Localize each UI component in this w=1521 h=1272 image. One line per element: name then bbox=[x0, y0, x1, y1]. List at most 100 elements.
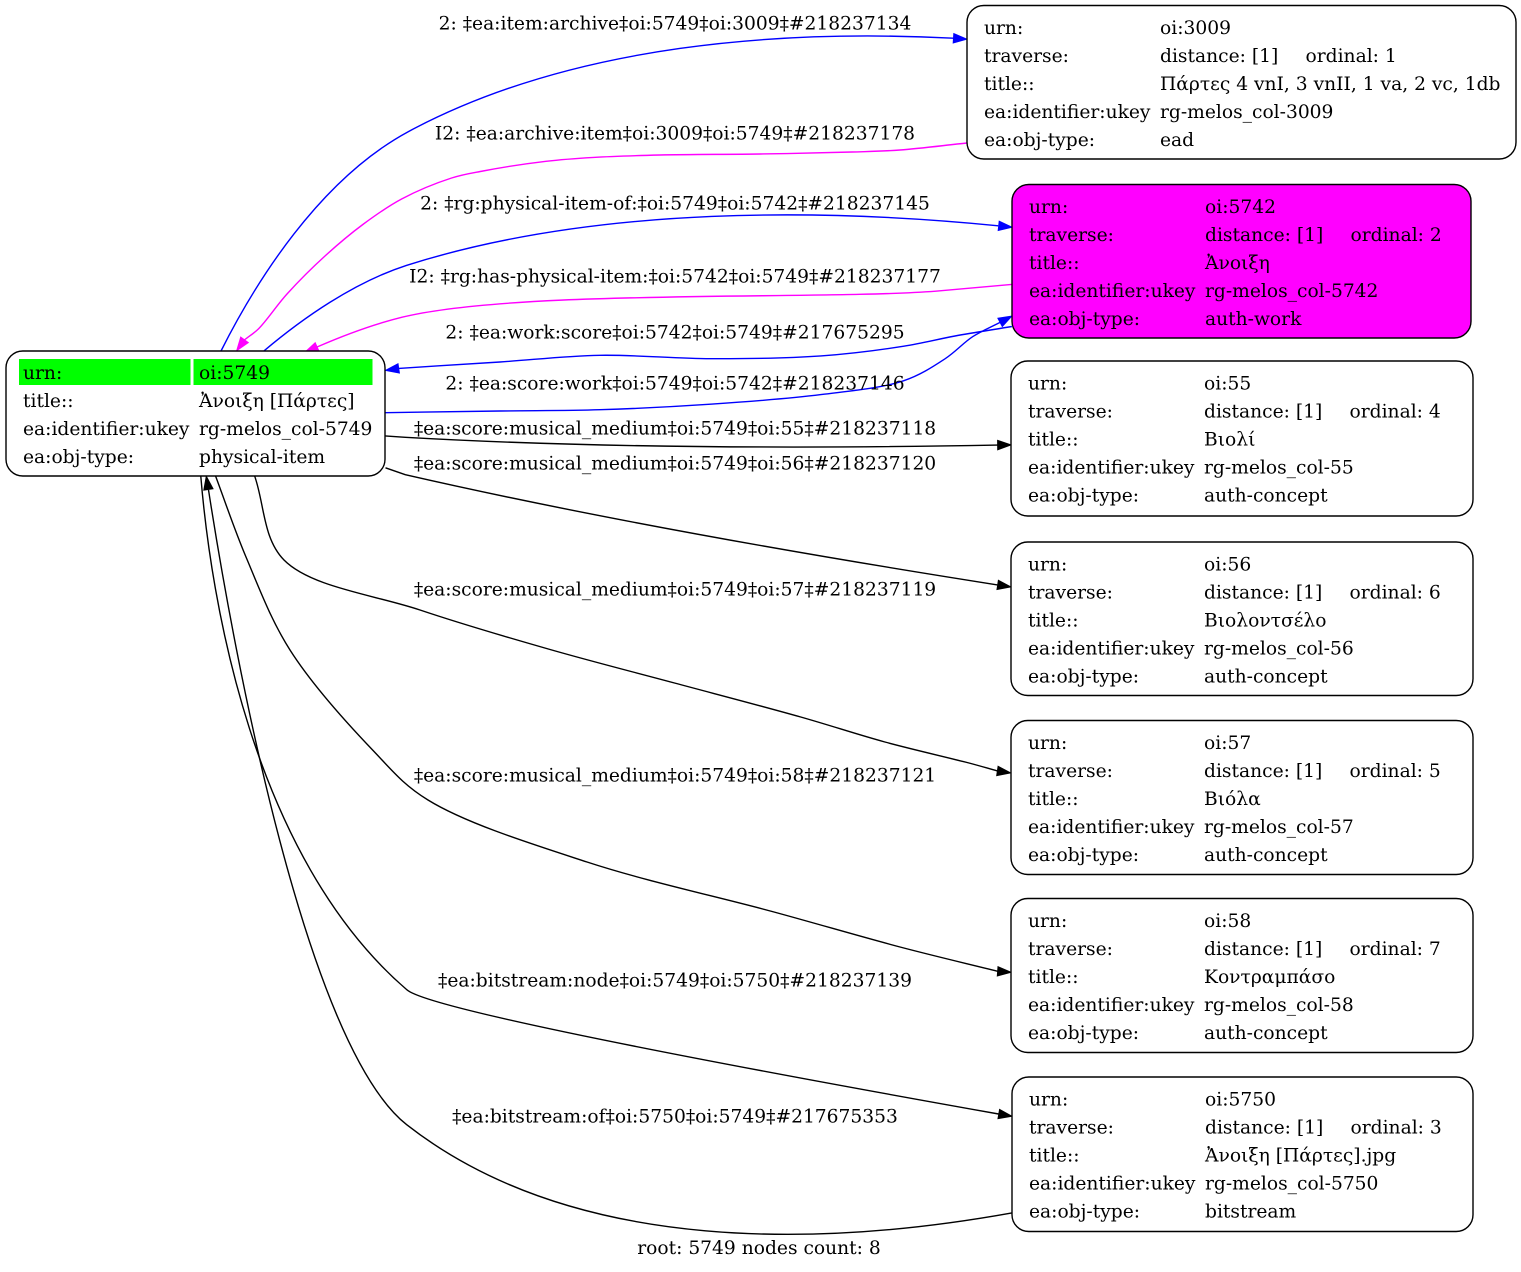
edge-ea-bitstream-of-line bbox=[207, 489, 1013, 1235]
node-oi-3009-box[interactable] bbox=[966, 4, 1517, 160]
node-oi-56-row1-ordinal: ordinal: 6 bbox=[1350, 583, 1441, 604]
node-oi-5749-row2-value: rg-melos_col-5749 bbox=[199, 419, 372, 440]
edge-ea-archive-item-arrowhead bbox=[235, 336, 250, 352]
node-oi-57-row1-key: traverse: bbox=[1028, 761, 1113, 782]
node-oi-57-row2-value: Βιόλα bbox=[1204, 789, 1261, 810]
edge-ea-score-work-line bbox=[385, 321, 1001, 414]
node-oi-55-row2-key: title:: bbox=[1028, 430, 1079, 451]
edge-ea-score-musical-medium-oi56: ‡ea:score:musical_medium‡oi:5749‡oi:56‡#… bbox=[385, 454, 1013, 591]
node-oi-57-row3-key: ea:identifier:ukey bbox=[1028, 817, 1195, 838]
edge-ea-work-score: 2: ‡ea:work:score‡oi:5742‡oi:5749‡#21767… bbox=[383, 323, 1013, 374]
node-oi-56-row3-value: rg-melos_col-56 bbox=[1204, 639, 1354, 660]
node-oi-3009-row3-value: rg-melos_col-3009 bbox=[1160, 102, 1333, 123]
node-oi-3009: urn: oi:3009 traverse: distance: [1] ord… bbox=[966, 4, 1517, 160]
node-oi-3009-row2-key: title:: bbox=[984, 74, 1035, 95]
node-oi-5750-row4-value: bitstream bbox=[1205, 1202, 1297, 1223]
edge-ea-score-musical-medium-oi56-line bbox=[385, 467, 998, 586]
node-oi-58-row1-value: distance: [1] bbox=[1204, 939, 1322, 960]
node-oi-58-row0-key: urn: bbox=[1028, 911, 1067, 932]
node-oi-5750-row3-key: ea:identifier:ukey bbox=[1029, 1174, 1196, 1195]
edge-ea-archive-item-label: I2: ‡ea:archive:item‡oi:3009‡oi:5749‡#21… bbox=[435, 124, 915, 145]
node-oi-58-row0-value: oi:58 bbox=[1204, 911, 1251, 932]
node-oi-56-row0-key: urn: bbox=[1028, 555, 1067, 576]
node-oi-5742-row2-value: Ἀνοιξη bbox=[1204, 253, 1270, 274]
node-oi-57-row0-key: urn: bbox=[1028, 733, 1067, 754]
node-oi-5742: urn: oi:5742 traverse: distance: [1] ord… bbox=[1011, 183, 1472, 339]
node-oi-3009-row0-value: oi:3009 bbox=[1160, 18, 1231, 39]
node-oi-3009-row1-value: distance: [1] bbox=[1160, 46, 1278, 67]
node-oi-56-row2-key: title:: bbox=[1028, 611, 1079, 632]
node-oi-58-row1-ordinal: ordinal: 7 bbox=[1350, 939, 1441, 960]
node-oi-5749-highlight-key-cell bbox=[19, 359, 191, 385]
edge-ea-bitstream-node-line bbox=[200, 476, 999, 1115]
node-oi-3009-row1-key: traverse: bbox=[984, 46, 1069, 67]
node-oi-58-row2-key: title:: bbox=[1028, 967, 1079, 988]
edge-rg-physical-item-of-line bbox=[263, 214, 999, 352]
node-oi-5742-row4-key: ea:obj-type: bbox=[1029, 309, 1140, 330]
edge-rg-physical-item-of-label: 2: ‡rg:physical-item-of:‡oi:5749‡oi:5742… bbox=[420, 194, 930, 215]
node-oi-3009-row2-value: Πάρτες 4 vnI, 3 vnII, 1 va, 2 vc, 1db bbox=[1160, 74, 1500, 95]
edge-ea-score-musical-medium-oi55: ‡ea:score:musical_medium‡oi:5749‡oi:55‡#… bbox=[385, 419, 1013, 451]
node-oi-5750-row2-value: Ἀνοιξη [Πάρτες].jpg bbox=[1204, 1146, 1396, 1167]
edge-ea-work-score-arrowhead bbox=[383, 363, 401, 374]
nodes-layer: urn: oi:5749 title:: Ἀνοιξη [Πάρτες] ea:… bbox=[5, 4, 1517, 1233]
node-oi-58-row2-value: Κοντραμπάσο bbox=[1204, 967, 1335, 988]
node-oi-55-row3-key: ea:identifier:ukey bbox=[1028, 458, 1195, 479]
node-oi-58-box[interactable] bbox=[1010, 897, 1474, 1054]
node-oi-56-row1-key: traverse: bbox=[1028, 583, 1113, 604]
edge-ea-bitstream-node-label: ‡ea:bitstream:node‡oi:5749‡oi:5750‡#2182… bbox=[438, 971, 912, 992]
node-oi-5749-row1-key: title:: bbox=[23, 391, 74, 412]
node-oi-5742-row0-key: urn: bbox=[1029, 197, 1068, 218]
node-oi-56: urn: oi:56 traverse: distance: [1] ordin… bbox=[1010, 541, 1474, 697]
graph-caption: root: 5749 nodes count: 8 bbox=[637, 1238, 881, 1259]
edge-ea-score-musical-medium-oi58-label: ‡ea:score:musical_medium‡oi:5749‡oi:58‡#… bbox=[414, 766, 936, 787]
edge-ea-item-archive-label: 2: ‡ea:item:archive‡oi:5749‡oi:3009‡#218… bbox=[439, 14, 912, 35]
edge-ea-score-musical-medium-oi55-arrowhead bbox=[997, 439, 1013, 451]
node-oi-57-row1-value: distance: [1] bbox=[1204, 761, 1322, 782]
edge-ea-bitstream-of-label: ‡ea:bitstream:of‡oi:5750‡oi:5749‡#217675… bbox=[452, 1107, 898, 1128]
node-oi-57-row1-ordinal: ordinal: 5 bbox=[1350, 761, 1441, 782]
node-oi-5742-row1-value: distance: [1] bbox=[1205, 225, 1323, 246]
node-oi-57-box[interactable] bbox=[1010, 719, 1474, 876]
edge-ea-score-musical-medium-oi58-arrowhead bbox=[996, 965, 1013, 977]
edge-rg-has-physical-item-label: I2: ‡rg:has-physical-item:‡oi:5742‡oi:57… bbox=[409, 267, 941, 288]
node-oi-5749: urn: oi:5749 title:: Ἀνοιξη [Πάρτες] ea:… bbox=[5, 350, 386, 477]
node-oi-56-row2-value: Βιολοντσέλο bbox=[1204, 611, 1326, 632]
node-oi-57-row4-key: ea:obj-type: bbox=[1028, 845, 1139, 866]
edge-rg-physical-item-of-arrowhead bbox=[997, 220, 1014, 232]
node-oi-58-row1-key: traverse: bbox=[1028, 939, 1113, 960]
node-oi-58-row4-key: ea:obj-type: bbox=[1028, 1023, 1139, 1044]
edge-ea-score-musical-medium-oi58: ‡ea:score:musical_medium‡oi:5749‡oi:58‡#… bbox=[214, 475, 1013, 977]
node-oi-55-row4-value: auth-concept bbox=[1204, 486, 1328, 507]
node-oi-55-row4-key: ea:obj-type: bbox=[1028, 486, 1139, 507]
node-oi-55-row1-value: distance: [1] bbox=[1204, 402, 1322, 423]
node-oi-57-row4-value: auth-concept bbox=[1204, 845, 1328, 866]
node-oi-55-row3-value: rg-melos_col-55 bbox=[1204, 458, 1354, 479]
node-oi-5750-row1-value: distance: [1] bbox=[1205, 1118, 1323, 1139]
edge-ea-score-work: 2: ‡ea:score:work‡oi:5749‡oi:5742‡#21823… bbox=[385, 315, 1014, 414]
edge-ea-score-musical-medium-oi57-line bbox=[254, 475, 998, 772]
edge-ea-bitstream-of: ‡ea:bitstream:of‡oi:5750‡oi:5749‡#217675… bbox=[203, 474, 1013, 1235]
node-oi-5742-box[interactable] bbox=[1011, 183, 1472, 339]
node-oi-57: urn: oi:57 traverse: distance: [1] ordin… bbox=[1010, 719, 1474, 876]
node-oi-3009-row4-value: ead bbox=[1160, 130, 1194, 151]
node-oi-5742-row1-key: traverse: bbox=[1029, 225, 1114, 246]
node-oi-5750-row3-value: rg-melos_col-5750 bbox=[1205, 1174, 1378, 1195]
node-oi-58-row4-value: auth-concept bbox=[1204, 1023, 1328, 1044]
edge-ea-bitstream-of-arrowhead bbox=[203, 474, 214, 491]
node-oi-5750-box[interactable] bbox=[1011, 1076, 1474, 1233]
node-oi-55-row0-value: oi:55 bbox=[1204, 374, 1251, 395]
edge-ea-item-archive: 2: ‡ea:item:archive‡oi:5749‡oi:3009‡#218… bbox=[220, 14, 969, 352]
node-oi-5742-row3-value: rg-melos_col-5742 bbox=[1205, 281, 1378, 302]
node-oi-55-box[interactable] bbox=[1010, 360, 1474, 517]
node-oi-5750: urn: oi:5750 traverse: distance: [1] ord… bbox=[1011, 1076, 1474, 1233]
node-oi-56-box[interactable] bbox=[1010, 541, 1474, 697]
node-oi-5750-row0-value: oi:5750 bbox=[1205, 1090, 1276, 1111]
node-oi-58: urn: oi:58 traverse: distance: [1] ordin… bbox=[1010, 897, 1474, 1054]
node-oi-5750-row2-key: title:: bbox=[1029, 1146, 1080, 1167]
edge-ea-archive-item: I2: ‡ea:archive:item‡oi:3009‡oi:5749‡#21… bbox=[235, 124, 968, 352]
node-oi-57-row2-key: title:: bbox=[1028, 789, 1079, 810]
node-oi-5749-row0-key: urn: bbox=[23, 363, 62, 384]
node-oi-56-row0-value: oi:56 bbox=[1204, 555, 1251, 576]
